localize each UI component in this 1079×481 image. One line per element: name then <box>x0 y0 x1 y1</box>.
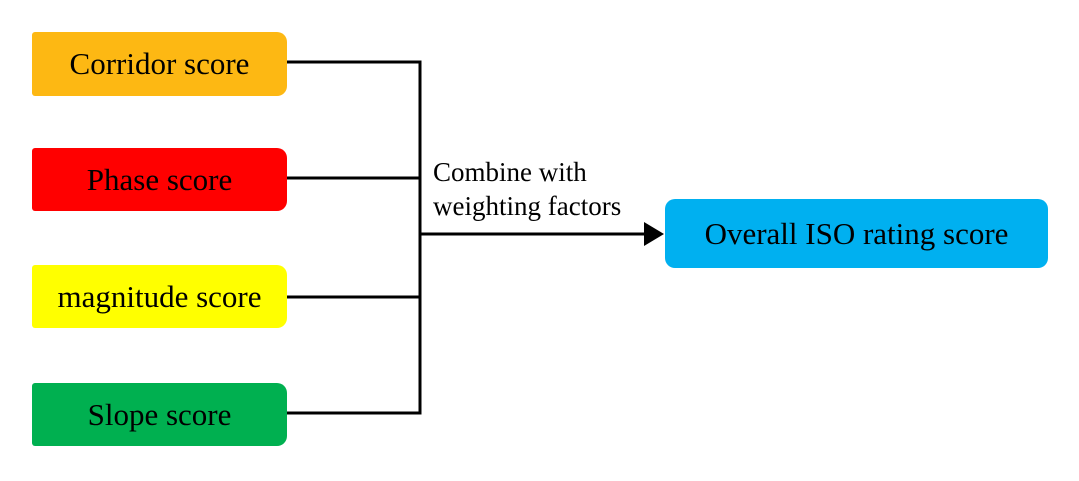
overall-iso-rating-label: Overall ISO rating score <box>704 215 1009 251</box>
combine-note-line1: Combine with <box>433 157 587 187</box>
combine-note-line2: weighting factors <box>433 191 622 221</box>
phase-score-label: Phase score <box>86 161 233 197</box>
arrowhead-icon <box>644 222 664 246</box>
slope-score-label: Slope score <box>87 396 232 432</box>
magnitude-score-label: magnitude score <box>57 278 262 314</box>
corridor-score-box: Corridor score <box>32 32 287 96</box>
corridor-score-label: Corridor score <box>69 46 250 81</box>
overall-iso-rating-box: Overall ISO rating score <box>665 199 1048 268</box>
combine-note: Combine with weighting factors <box>433 155 621 223</box>
phase-score-box: Phase score <box>32 148 287 211</box>
magnitude-score-box: magnitude score <box>32 265 287 328</box>
slope-score-box: Slope score <box>32 383 287 446</box>
